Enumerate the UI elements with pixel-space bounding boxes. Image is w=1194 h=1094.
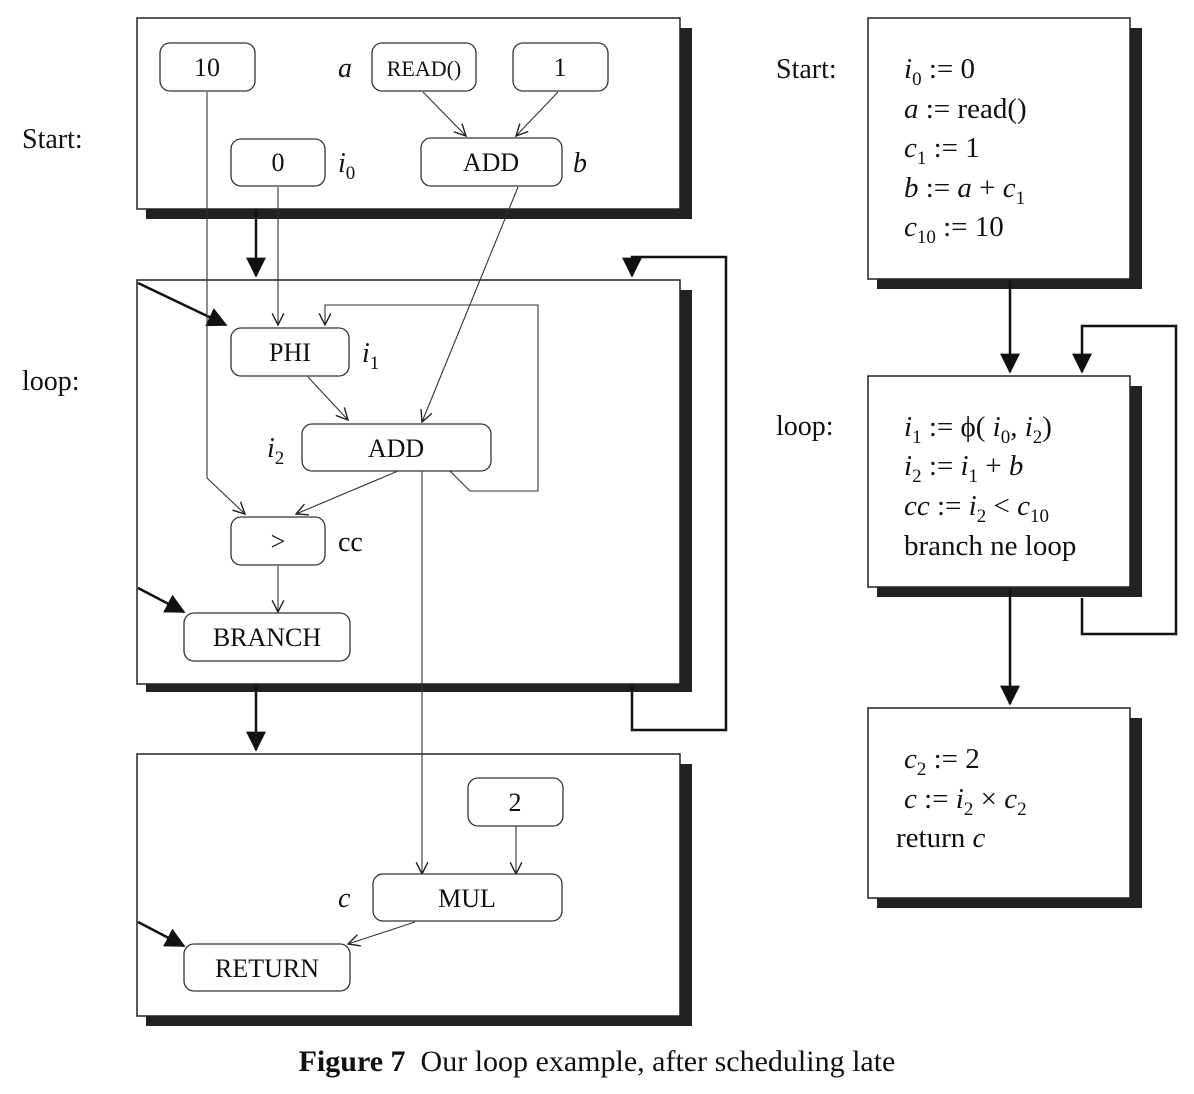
value-name-i1-sub: 1 (370, 353, 380, 374)
edge-control-into-branch (137, 586, 186, 614)
edge-control-into-phi (137, 281, 228, 327)
code-line: i2 := i1 + b (904, 450, 1023, 487)
code-line: return c (896, 822, 986, 854)
code-loop-label: loop: (776, 411, 834, 442)
node-const-0-text: 0 (272, 148, 285, 177)
code-start-lines: i0 := 0 a := read() c1 := 1 b := a + c1 … (904, 53, 1027, 248)
node-gt: > (230, 516, 326, 566)
code-exit-lines: c2 := 2 c := i2 × c2 return c (896, 743, 1027, 854)
code-line: c1 := 1 (904, 132, 980, 169)
node-const-10-text: 10 (194, 53, 220, 82)
caption-label: Figure 7 (298, 1045, 406, 1078)
start-label: Start: (22, 124, 83, 155)
code-line: b := a + c1 (904, 172, 1025, 209)
edge-10-to-gt (206, 92, 245, 514)
code-start-label: Start: (776, 54, 837, 85)
value-name-b: b (573, 148, 587, 179)
node-branch-text: BRANCH (213, 623, 322, 652)
node-add-start-text: ADD (463, 148, 519, 177)
code-control-flow-edges (1000, 281, 1178, 706)
code-line: a := read() (904, 93, 1027, 125)
code-line: i1 := ϕ( i0, i2) (904, 411, 1052, 448)
node-const-2: 2 (467, 777, 564, 827)
node-const-2-text: 2 (509, 788, 522, 817)
node-return: RETURN (183, 943, 351, 992)
code-line: branch ne loop (904, 530, 1076, 562)
code-line: c10 := 10 (904, 211, 1004, 248)
value-name-i0-sub: 0 (346, 163, 356, 184)
code-line: cc := i2 < c10 (904, 490, 1049, 527)
code-loop-lines: i1 := ϕ( i0, i2) i2 := i1 + b cc := i2 <… (904, 411, 1076, 562)
code-line: i0 := 0 (904, 53, 975, 90)
edge-1-to-add (516, 91, 559, 136)
node-phi: PHI (230, 327, 350, 377)
value-name-a: a (338, 53, 352, 84)
loop-label: loop: (22, 366, 80, 397)
node-const-1: 1 (512, 42, 609, 92)
node-const-10: 10 (159, 42, 256, 92)
node-add-loop-text: ADD (368, 434, 424, 463)
value-name-cc: cc (338, 527, 363, 558)
edge-add-to-phi-backedge (325, 304, 539, 492)
edge-loop-backedge (622, 255, 728, 732)
node-phi-text: PHI (269, 338, 311, 367)
node-read: READ() (371, 42, 477, 92)
edge-mul-to-return (348, 921, 416, 944)
node-mul: MUL (372, 873, 563, 922)
node-const-0: 0 (230, 138, 326, 187)
code-exit-block (867, 707, 1131, 899)
node-return-text: RETURN (215, 954, 319, 983)
code-start-block (867, 17, 1131, 280)
value-name-i1: i1 (362, 338, 379, 374)
node-mul-text: MUL (438, 884, 496, 913)
node-branch: BRANCH (183, 612, 351, 662)
value-name-i2-sub: 2 (275, 448, 285, 469)
node-gt-text: > (271, 527, 286, 556)
value-name-c: c (338, 883, 351, 914)
caption-text: Our loop example, after scheduling late (420, 1045, 896, 1078)
edge-read-to-add (422, 91, 466, 136)
edge-add-to-gt (296, 470, 399, 514)
node-const-1-text: 1 (554, 53, 567, 82)
node-read-text: READ() (387, 56, 462, 81)
value-name-i2: i2 (267, 433, 284, 469)
code-line: c2 := 2 (904, 743, 980, 780)
node-add-loop: ADD (301, 423, 492, 472)
code-loop-block (867, 375, 1131, 588)
value-name-i0: i0 (338, 148, 355, 184)
code-edge-loop-backedge (1072, 324, 1178, 636)
node-add-start: ADD (420, 137, 563, 187)
control-flow-edges (137, 210, 728, 948)
data-flow-edges (206, 91, 559, 944)
code-line: c := i2 × c2 (904, 783, 1027, 820)
figure-caption: Figure 7 Our loop example, after schedul… (0, 1045, 1194, 1079)
edge-control-into-return (137, 920, 186, 948)
edge-phi-to-add (307, 376, 348, 420)
